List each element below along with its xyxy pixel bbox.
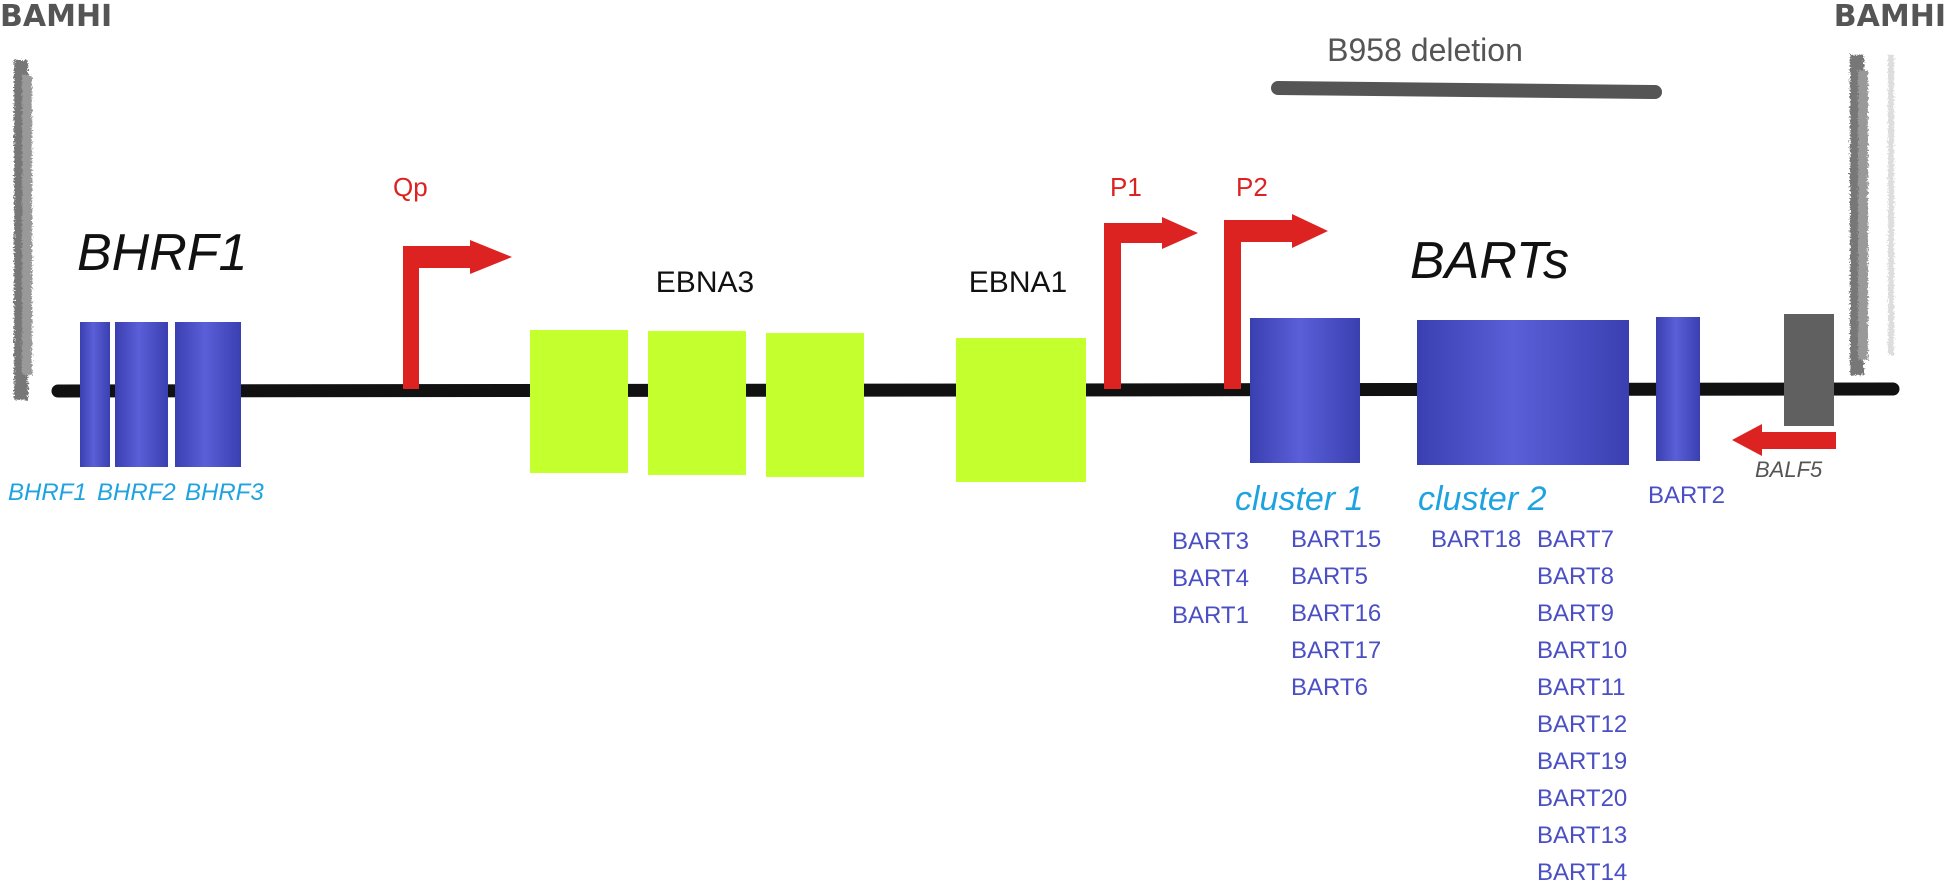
bart-list-col-d: BART7 BART8 BART9 BART10 BART11 BART12 B… xyxy=(1537,526,1627,886)
bart-list-item: BART7 xyxy=(1537,526,1614,553)
ebna3-exon-2 xyxy=(648,331,746,475)
bart-list-item: BART14 xyxy=(1537,859,1627,886)
bart-list-item: BART3 xyxy=(1172,528,1249,555)
cluster1-label: cluster 1 xyxy=(1235,480,1364,518)
bart2-gene-block xyxy=(1656,317,1700,461)
balf5-label: BALF5 xyxy=(1755,457,1823,482)
bart-list-item: BART17 xyxy=(1291,637,1381,664)
bart-list-col-a: BART3 BART4 BART1 xyxy=(1172,528,1249,629)
bamhi-right-label: BAMHI xyxy=(1834,0,1946,34)
qp-promoter-arrow xyxy=(403,240,512,389)
ebna3-label: EBNA3 xyxy=(656,266,754,299)
p1-promoter-label: P1 xyxy=(1110,172,1142,202)
bhrf2-gene-block xyxy=(115,322,168,467)
bart-list-item: BART1 xyxy=(1172,602,1249,629)
bhrf1-gene-block xyxy=(80,322,110,467)
ebna1-label: EBNA1 xyxy=(969,266,1067,299)
p2-promoter-label: P2 xyxy=(1236,172,1268,202)
bhrf1-gene-label: BHRF1 xyxy=(8,479,87,506)
bart-list-item: BART12 xyxy=(1537,711,1627,738)
bart-list-item: BART13 xyxy=(1537,822,1627,849)
bhrf2-gene-label: BHRF2 xyxy=(97,479,176,506)
bart-list-item: BART20 xyxy=(1537,785,1627,812)
bart-list-item: BART19 xyxy=(1537,748,1627,775)
bart-list-item: BART4 xyxy=(1172,565,1249,592)
bamhi-left-label: BAMHI xyxy=(0,0,112,34)
barts-region-title: BARTs xyxy=(1410,232,1569,290)
ebna3-exon-3 xyxy=(766,333,864,477)
bart-list-item: BART15 xyxy=(1291,526,1381,553)
bart-list-item: BART11 xyxy=(1537,674,1626,701)
bart-list-item: BART8 xyxy=(1537,563,1614,590)
bart-list-item: BART10 xyxy=(1537,637,1627,664)
left-cut-edge xyxy=(14,60,32,400)
p2-promoter-arrow xyxy=(1224,214,1328,389)
bart-list-item: BART18 xyxy=(1431,526,1521,553)
deletion-bar xyxy=(1271,81,1662,99)
balf5-arrow xyxy=(1732,424,1836,456)
bart-list-item: BART5 xyxy=(1291,563,1368,590)
cluster2-label: cluster 2 xyxy=(1418,480,1547,518)
bart-list-col-b: BART15 BART5 BART16 BART17 BART6 xyxy=(1291,526,1381,701)
right-cut-edge xyxy=(1850,55,1894,375)
ebna3-exon-1 xyxy=(530,330,628,473)
bart-list-col-c: BART18 xyxy=(1431,526,1521,553)
bart-cluster2-block xyxy=(1417,320,1629,465)
p1-promoter-arrow xyxy=(1104,217,1198,389)
bart-list-item: BART9 xyxy=(1537,600,1614,627)
deletion-label: B958 deletion xyxy=(1327,32,1523,68)
bart-list-item: BART6 xyxy=(1291,674,1368,701)
bart-list-item: BART16 xyxy=(1291,600,1381,627)
bhrf3-gene-block xyxy=(175,322,241,467)
bart2-label: BART2 xyxy=(1648,482,1725,509)
ebna1-gene-block xyxy=(956,338,1086,482)
bart-cluster1-block xyxy=(1250,318,1360,463)
bhrf3-gene-label: BHRF3 xyxy=(185,479,264,506)
bhrf1-region-title: BHRF1 xyxy=(77,224,247,282)
balf5-gene-block xyxy=(1784,314,1834,426)
qp-promoter-label: Qp xyxy=(393,172,428,202)
